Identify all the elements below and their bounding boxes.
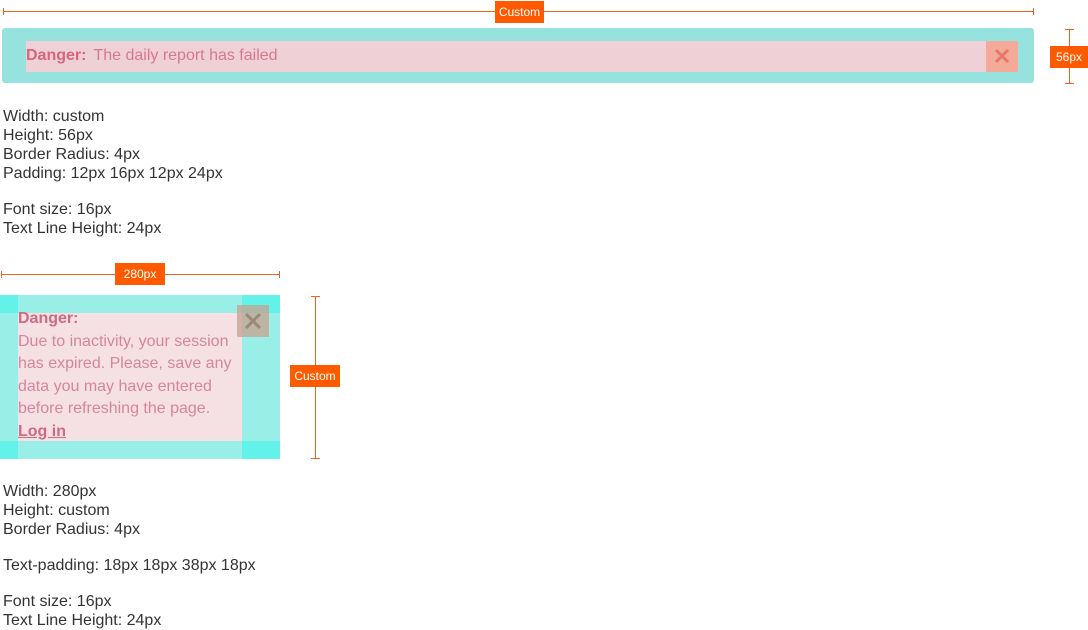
spec-gap — [3, 539, 256, 556]
spec-line: Font size: 16px — [3, 593, 112, 610]
banner-narrow-specs: Width: 280px Height: custom Border Radiu… — [3, 482, 256, 630]
close-icon — [244, 312, 262, 330]
height-label: Custom — [290, 365, 340, 387]
danger-banner-full-text: Danger: The daily report has failed — [26, 41, 278, 72]
spec-line: Font size: 16px — [3, 201, 112, 218]
spec-line: Border Radius: 4px — [3, 521, 140, 538]
padding-corner — [242, 441, 280, 459]
danger-message: Due to inactivity, your session has expi… — [18, 332, 232, 418]
measure-tick — [1065, 29, 1074, 30]
danger-banner-full — [26, 41, 986, 72]
measure-tick — [311, 296, 320, 297]
width-label: 280px — [115, 263, 165, 285]
spec-line: Height: 56px — [3, 127, 93, 144]
measure-tick — [1065, 83, 1074, 84]
padding-corner — [0, 441, 18, 459]
measure-tick — [279, 271, 280, 278]
spec-line: Border Radius: 4px — [3, 146, 140, 163]
width-label: Custom — [495, 1, 544, 23]
danger-banner-narrow-text: Danger: Due to inactivity, your session … — [18, 308, 240, 444]
close-button[interactable] — [986, 41, 1018, 72]
login-link[interactable]: Log in — [18, 422, 66, 440]
spec-line: Text Line Height: 24px — [3, 220, 162, 237]
spec-line: Text-padding: 18px 18px 38px 18px — [3, 557, 256, 574]
spec-line: Padding: 12px 16px 12px 24px — [3, 165, 223, 182]
danger-banner-narrow — [18, 313, 242, 441]
danger-message: The daily report has failed — [93, 47, 278, 64]
height-label: 56px — [1050, 46, 1088, 68]
measure-tick — [1033, 8, 1034, 15]
measure-tick — [1, 271, 2, 278]
spec-line: Width: 280px — [3, 483, 97, 500]
padding-corner — [0, 295, 18, 313]
spec-line: Text Line Height: 24px — [3, 612, 162, 629]
spec-gap — [3, 575, 256, 592]
danger-title: Danger: — [26, 47, 87, 64]
close-icon — [994, 48, 1010, 64]
measure-tick — [3, 8, 4, 15]
spec-line: Width: custom — [3, 108, 105, 125]
banner-full-specs: Width: custom Height: 56px Border Radius… — [3, 107, 223, 238]
close-button[interactable] — [237, 305, 269, 337]
danger-title: Danger: — [18, 310, 79, 327]
spec-line: Height: custom — [3, 502, 110, 519]
spec-gap — [3, 183, 223, 200]
measure-tick — [311, 458, 320, 459]
